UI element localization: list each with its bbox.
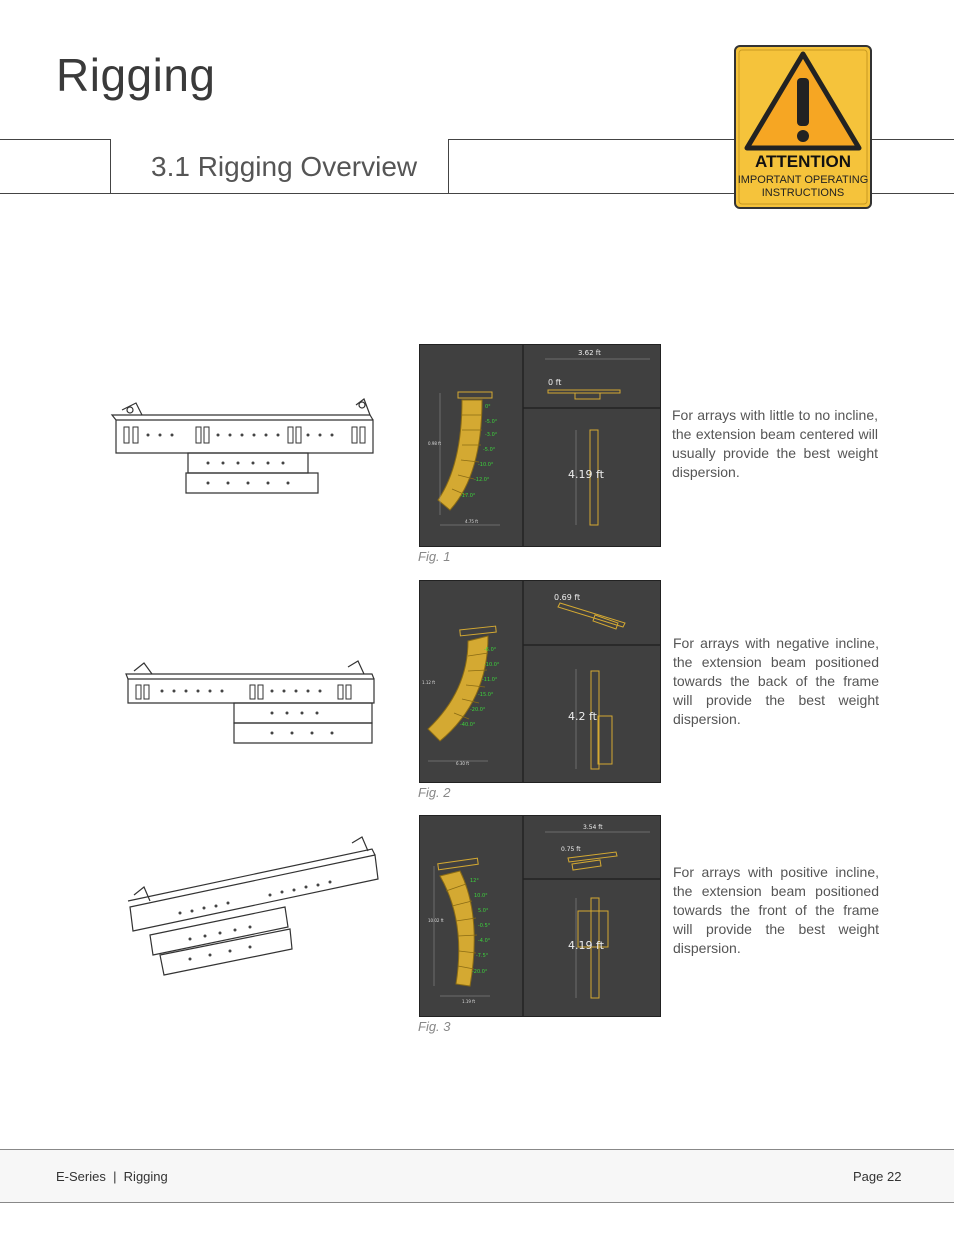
svg-text:-4.0°: -4.0°: [478, 938, 491, 944]
attention-line2: INSTRUCTIONS: [761, 187, 845, 199]
fig3-caption: Fig. 3: [418, 1019, 451, 1034]
svg-text:-3.0°: -3.0°: [485, 432, 498, 438]
fig2-caption: Fig. 2: [418, 785, 451, 800]
fig2-offset: 0.69 ft: [554, 593, 580, 602]
fig1-side: 4.19 ft: [568, 468, 605, 481]
fig3-height: 10.02 ft: [428, 918, 444, 923]
frame-drawing-front: [120, 835, 385, 985]
frame-drawing-centered: [108, 395, 383, 500]
footer-rule-top: [0, 1149, 954, 1150]
fig3-bottom: 1.19 ft: [462, 999, 476, 1004]
fig1-description: For arrays with little to no incline, th…: [672, 407, 878, 480]
fig1-caption: Fig. 1: [418, 549, 451, 564]
svg-text:-10.0°: -10.0°: [478, 462, 494, 468]
frame-drawing-back: [122, 657, 382, 757]
svg-text:-7.5°: -7.5°: [476, 953, 489, 959]
fig3-side: 4.19 ft: [568, 939, 605, 952]
header-rule: [0, 139, 954, 140]
footer-band: [0, 1150, 954, 1202]
section-title-box: [110, 139, 449, 193]
svg-text:10.0°: 10.0°: [474, 893, 488, 899]
fig1-offset: 0 ft: [548, 378, 561, 387]
fig2-description: For arrays with negative incline, the ex…: [673, 635, 879, 727]
page-title: Rigging: [56, 49, 216, 101]
fig3-description: For arrays with positive incline, the ex…: [673, 864, 879, 956]
svg-text:-15.0°: -15.0°: [478, 692, 494, 698]
svg-text:-17.0°: -17.0°: [460, 493, 476, 499]
array-diagram-2: -6.0° -10.0° -11.0° -15.0° -20.0° -40.0° 0.6…: [419, 580, 661, 783]
fig3-top-width: 3.54 ft: [583, 824, 603, 831]
attention-line1: IMPORTANT OPERATING: [737, 174, 869, 186]
svg-text:-0.5°: -0.5°: [478, 923, 491, 929]
svg-text:-12.0°: -12.0°: [474, 477, 490, 483]
svg-text:-40.0°: -40.0°: [460, 722, 476, 728]
footer-doc-label: E-Series | Rigging: [56, 1169, 168, 1184]
fig1-top-width: 3.62 ft: [578, 349, 601, 357]
svg-text:0°: 0°: [485, 404, 491, 410]
fig2-side: 4.2 ft: [568, 710, 598, 723]
attention-heading: ATTENTION: [754, 152, 851, 171]
section-title: 3.1 Rigging Overview: [151, 151, 418, 182]
array-diagram-3: 12° 10.0° 5.0° -0.5° -4.0° -7.5° -20.0° 3.54…: [419, 815, 661, 1017]
svg-text:-10.0°: -10.0°: [484, 662, 500, 668]
warning-icon: [744, 51, 862, 151]
fig2-bottom: 6.30 ft: [456, 761, 470, 766]
attention-sign: ATTENTION IMPORTANT OPERATING INSTRUCTIO…: [733, 44, 873, 210]
svg-text:-5.0°: -5.0°: [485, 419, 498, 425]
fig3-offset: 0.75 ft: [561, 846, 581, 853]
page-number: Page 22: [853, 1169, 902, 1184]
svg-text:5.0°: 5.0°: [478, 908, 489, 914]
fig1-bottom: 4.75 ft: [465, 519, 479, 524]
svg-text:-5.0°: -5.0°: [483, 447, 496, 453]
svg-text:-20.0°: -20.0°: [470, 707, 486, 713]
section-rule: [0, 193, 954, 194]
fig2-height: 1.12 ft: [422, 680, 436, 685]
fig1-height: 0.98 ft: [428, 441, 442, 446]
footer-rule-bottom: [0, 1202, 954, 1203]
svg-text:-20.0°: -20.0°: [472, 969, 488, 975]
array-diagram-1: 0° -5.0° -3.0° -5.0° -10.0° -12.0° -17.0° 3.…: [419, 344, 661, 547]
svg-text:-11.0°: -11.0°: [482, 677, 498, 683]
svg-text:-6.0°: -6.0°: [484, 647, 497, 653]
svg-text:12°: 12°: [470, 878, 479, 884]
